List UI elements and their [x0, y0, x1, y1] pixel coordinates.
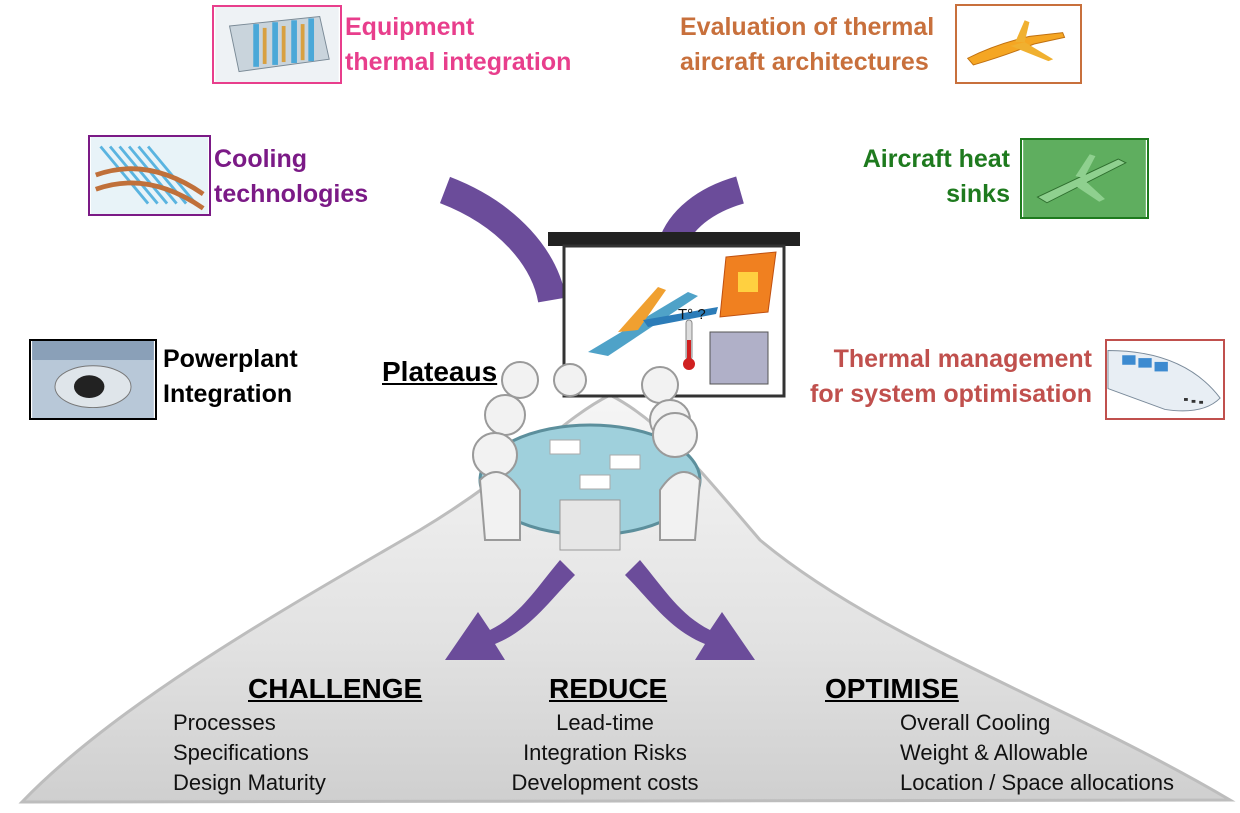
powerplant-thumbnail: [29, 339, 157, 420]
topic-cooling: Cooling technologies: [214, 145, 369, 208]
engine-nacelle-icon: [32, 341, 154, 418]
equipment-rack-icon: [215, 7, 339, 82]
evaluation-thumbnail: [955, 4, 1082, 84]
list-item: Overall Cooling: [900, 710, 1051, 735]
heat-sinks-thumbnail: [1020, 138, 1149, 219]
topic-thermal-management: Thermal management for system optimisati…: [810, 345, 1092, 408]
arrow-right: [625, 560, 755, 660]
list-item: Specifications: [173, 740, 309, 765]
topic-powerplant: Powerplant Integration: [163, 345, 298, 408]
aircraft-nose-icon: [1107, 341, 1223, 418]
screen-text: T° ?: [678, 306, 706, 323]
topic-evaluation: Evaluation of thermal aircraft architect…: [680, 13, 935, 76]
plateaus-label: Plateaus: [382, 356, 498, 387]
cooling-thumbnail: [88, 135, 211, 216]
thermal-management-thumbnail: [1105, 339, 1225, 420]
arc-left: [439, 176, 566, 303]
topic-heat-sinks: Aircraft heat sinks: [862, 145, 1010, 208]
optimise-list: Overall Cooling Weight & Allowable Locat…: [900, 708, 1174, 798]
meeting-table-illustration: [472, 361, 702, 551]
list-item: Integration Risks: [523, 740, 687, 765]
reduce-title: REDUCE: [549, 673, 668, 704]
equipment-thumbnail: [212, 5, 342, 84]
reduce-list: Lead-time Integration Risks Development …: [505, 708, 705, 798]
list-item: Design Maturity: [173, 770, 326, 795]
list-item: Location / Space allocations: [900, 770, 1174, 795]
arrow-left: [445, 560, 575, 660]
challenge-title: CHALLENGE: [248, 673, 423, 704]
list-item: Development costs: [511, 770, 699, 795]
heat-pipe-icon: [91, 137, 208, 214]
orange-aircraft-icon: [958, 6, 1079, 82]
list-item: Weight & Allowable: [900, 740, 1088, 765]
topic-equipment: Equipment thermal integration: [345, 13, 572, 76]
challenge-list: Processes Specifications Design Maturity: [173, 708, 326, 798]
list-item: Processes: [173, 710, 276, 735]
optimise-title: OPTIMISE: [825, 673, 959, 704]
list-item: Lead-time: [556, 710, 654, 735]
green-aircraft-icon: [1023, 140, 1146, 217]
